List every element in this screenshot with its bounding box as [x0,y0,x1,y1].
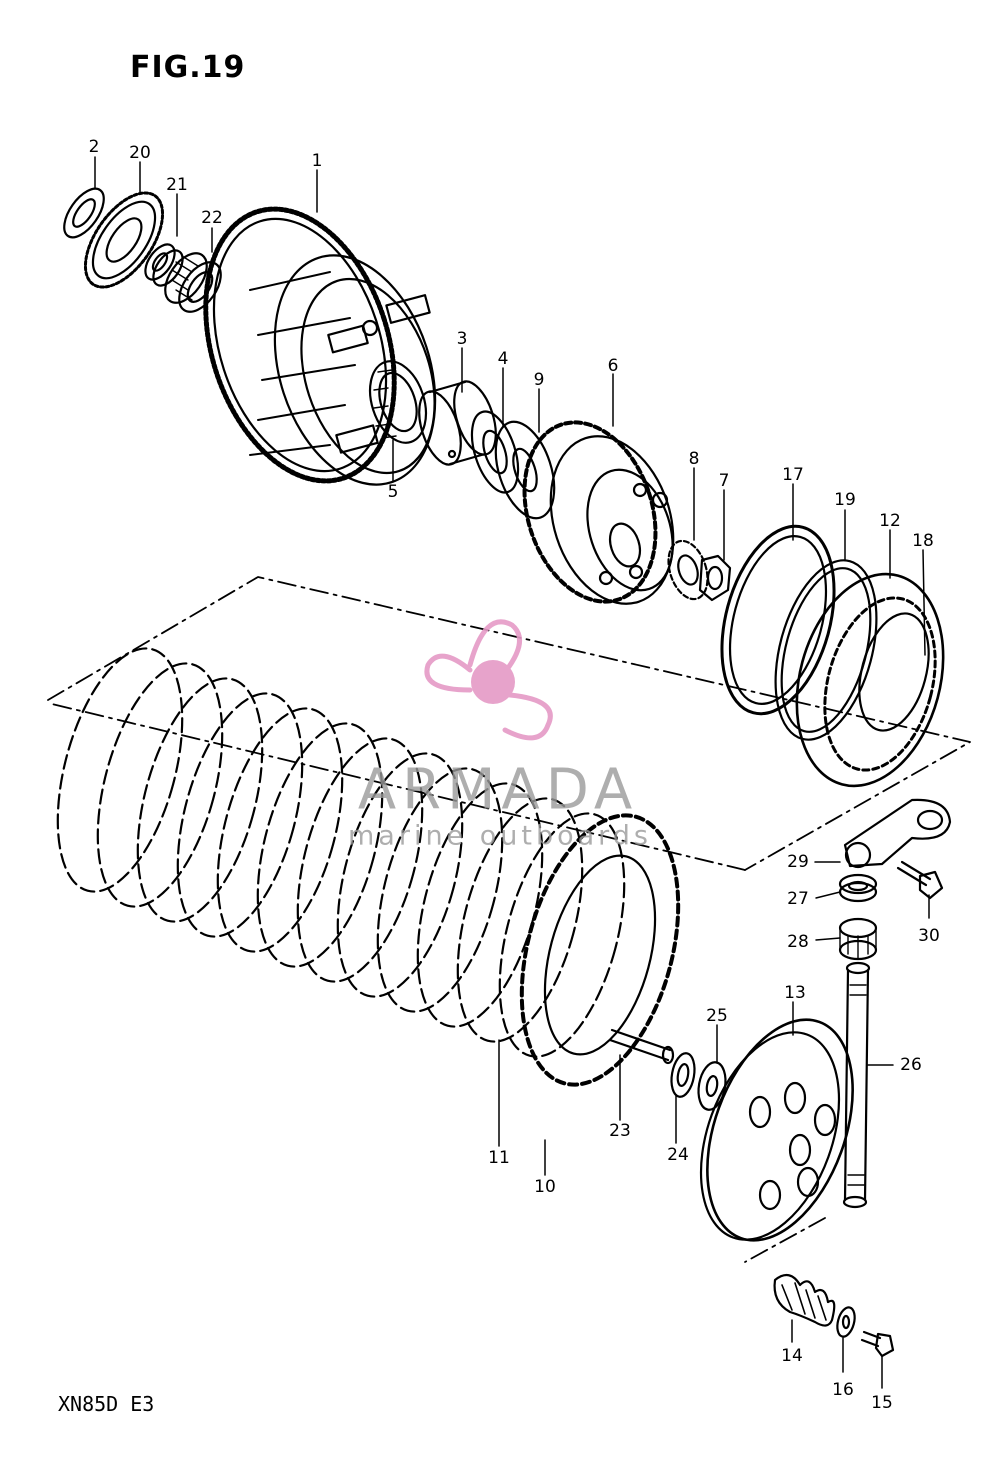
callout-13: 13 [784,983,806,1003]
callout-20: 20 [129,143,151,163]
callout-23: 23 [609,1121,631,1141]
callout-21: 21 [166,175,188,195]
part-7-nut [698,554,732,602]
part-15-bolt [860,1330,895,1358]
callout-17: 17 [782,465,804,485]
callout-9: 9 [533,370,545,390]
callout-27: 27 [787,889,809,909]
callout-15: 15 [871,1393,893,1413]
part-30-bolt [896,860,944,900]
model-code: XN85D E3 [58,1392,155,1416]
callout-25: 25 [706,1006,728,1026]
part-8-lock-washer [667,539,709,601]
part-13-pressure-plate [699,1018,854,1242]
callout-4: 4 [497,349,509,369]
part-17-cushion-spring [720,524,836,716]
callout-leader-lines [94,156,930,1389]
part-12-drive-plate [795,572,945,788]
part-26-release-shaft [842,961,871,1209]
callout-12: 12 [879,511,901,531]
callout-28: 28 [787,932,809,952]
callout-24: 24 [667,1145,689,1165]
callout-14: 14 [781,1346,803,1366]
callout-11: 11 [488,1148,510,1168]
callout-22: 22 [201,208,223,228]
callout-16: 16 [832,1380,854,1400]
callout-18: 18 [912,531,934,551]
callout-10: 10 [534,1177,556,1197]
part-9-thrust-washer [494,420,556,520]
callout-19: 19 [834,490,856,510]
callout-8: 8 [688,449,700,469]
part-29-release-arm [843,798,952,869]
part-21-spacer [144,243,184,287]
part-16-washer [836,1306,856,1338]
callout-2: 2 [88,137,100,157]
part-4-washer [470,410,520,494]
part-5-needle-bearing [368,360,428,444]
part-23-push-rod [608,1028,675,1065]
watermark-tagline: marine outboards [347,820,653,852]
callout-30: 30 [918,926,940,946]
part-20-driven-gear [83,191,165,289]
part-14-clutch-spring [773,1273,836,1327]
callout-26: 26 [900,1055,922,1075]
part-27-oil-seal [838,873,878,903]
part-1-clutch-housing [203,206,437,486]
part-28-needle-bearing [838,917,878,961]
callout-5: 5 [387,482,399,502]
watermark-brand: ARMADA [357,757,639,823]
clutch-plate-stack [56,647,681,1087]
callout-6: 6 [607,356,619,376]
callout-3: 3 [456,329,468,349]
callout-29: 29 [787,852,809,872]
part-24-thrust-bearing [670,1052,696,1098]
part-6-clutch-sleeve-hub [522,420,675,605]
callout-1: 1 [311,151,323,171]
figure-title: FIG.19 [130,50,246,85]
part-2-thrust-washer [63,187,105,239]
callout-7: 7 [718,471,730,491]
watermark-propeller-logo [424,619,553,741]
